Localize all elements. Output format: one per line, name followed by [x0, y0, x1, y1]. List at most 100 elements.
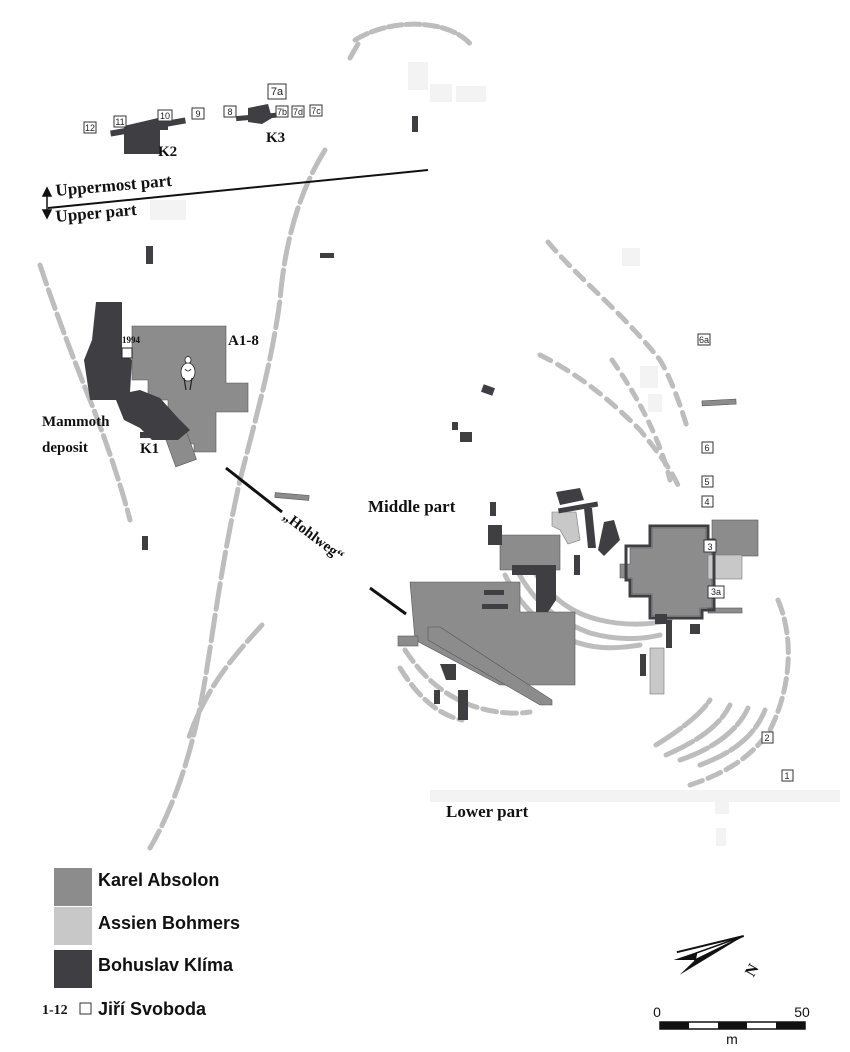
trail-right-3	[609, 357, 673, 483]
svg-text:7c: 7c	[311, 106, 321, 116]
legend-svoboda-range: 1-12	[42, 1003, 68, 1018]
area-strip-1	[274, 492, 310, 501]
area-mammoth-deposit	[84, 302, 190, 440]
scale-unit: m	[726, 1031, 738, 1047]
svg-text:8: 8	[227, 107, 232, 117]
scale-bar: 0 50 m	[653, 1004, 810, 1047]
trail-arc-4	[697, 707, 768, 768]
area-middle-bar-2	[598, 520, 620, 556]
legend-swatch-absolon	[54, 868, 92, 906]
svg-text:10: 10	[160, 111, 170, 121]
svg-text:3: 3	[707, 542, 712, 552]
area-small-13	[655, 614, 667, 624]
svg-text:7a: 7a	[271, 86, 284, 98]
label-middle-part: Middle part	[368, 497, 456, 516]
legend-swatch-bohmers	[54, 907, 92, 945]
area-bohmers-lower	[649, 647, 665, 695]
label-k3: K3	[266, 130, 285, 146]
north-arrow-icon	[673, 935, 745, 975]
trail-left	[37, 262, 133, 523]
label-hohlweg: „Hohlweg“	[280, 508, 347, 564]
area-central-right	[619, 527, 713, 617]
trench-marker: 3a	[707, 585, 725, 599]
trail-mid-arc-2	[509, 557, 663, 642]
area-bohmers-middle	[551, 511, 581, 545]
trench-marker: 2	[761, 731, 774, 744]
area-small-left	[397, 635, 419, 647]
area-small-8	[484, 590, 504, 595]
area-right-box	[711, 519, 759, 557]
trench-marker: 10	[157, 109, 173, 122]
trench-marker: 7d	[291, 105, 305, 118]
legend-label-klima: Bohuslav Klíma	[98, 955, 234, 975]
trail-lower-left-2	[397, 665, 465, 723]
venus-figurine-icon	[180, 356, 196, 391]
trail-right-1	[545, 239, 691, 433]
area-lower-left-2	[458, 690, 468, 720]
area-small-5	[452, 422, 458, 430]
area-middle-bar-4	[488, 525, 502, 545]
legend-label-bohmers: Assien Bohmers	[98, 913, 240, 933]
area-lower-left-1	[440, 664, 456, 680]
trench-marker: 1	[781, 769, 794, 782]
trench-marker: 3	[703, 539, 717, 553]
label-k2: K2	[158, 144, 177, 160]
area-small-7	[490, 502, 496, 516]
trail-arc-2	[663, 702, 733, 758]
label-uppermost-part: Uppermost part	[55, 171, 173, 200]
trail-central-branch	[185, 622, 265, 743]
svg-text:3a: 3a	[711, 587, 721, 597]
svg-text:7b: 7b	[277, 107, 287, 117]
label-1994: 1994	[122, 335, 141, 345]
faint-features	[150, 62, 840, 846]
svg-text:11: 11	[115, 117, 124, 127]
area-small-4	[480, 384, 496, 396]
legend: Karel Absolon Assien Bohmers Bohuslav Kl…	[42, 868, 240, 1019]
legend-swatch-klima	[54, 950, 92, 988]
label-upper-part: Upper part	[55, 200, 138, 226]
trail-top-left	[347, 41, 361, 61]
label-lower-part: Lower part	[446, 802, 529, 821]
trail-arc-1	[653, 697, 713, 748]
area-central-right-outline	[624, 524, 716, 620]
range-arrow-icon	[41, 186, 53, 220]
legend-label-svoboda: Jiří Svoboda	[98, 999, 207, 1019]
trail-lower-left	[402, 647, 533, 716]
svg-text:1: 1	[784, 771, 789, 781]
area-small-10	[640, 654, 646, 676]
hohlweg-line	[225, 466, 407, 616]
svg-text:12: 12	[85, 123, 95, 133]
area-hohlweg-block	[409, 581, 576, 686]
trench-markers: 12 11 10 9 8 7a 7b 7d 7c 6a 6 5 4 3 3a 2…	[83, 83, 794, 782]
klima-areas	[84, 104, 716, 720]
legend-swatch-svoboda	[79, 1002, 92, 1015]
area-small-1	[146, 246, 153, 264]
trail-top-arc	[352, 21, 475, 49]
trench-marker: 7c	[309, 104, 323, 117]
area-middle-strip	[557, 501, 599, 514]
scale-min: 0	[653, 1004, 661, 1020]
svg-text:5: 5	[704, 477, 709, 487]
label-mammoth: Mammoth	[42, 414, 110, 430]
scale-max: 50	[794, 1004, 810, 1020]
area-middle-left	[499, 534, 561, 571]
area-middle-bar-1	[584, 508, 596, 548]
trench-marker: 12	[83, 121, 97, 134]
trench-marker: 5	[701, 475, 714, 488]
area-small-6	[460, 432, 472, 442]
trench-marker: 7b	[275, 105, 289, 118]
svg-text:7d: 7d	[293, 107, 303, 117]
trail-far-right	[687, 597, 791, 788]
svg-text:4: 4	[704, 497, 709, 507]
area-small-3	[142, 536, 148, 550]
area-middle-dark	[512, 565, 556, 612]
svg-text:9: 9	[195, 109, 200, 119]
label-k1: K1	[140, 441, 159, 457]
svg-text:6: 6	[704, 443, 709, 453]
trench-marker: 6	[701, 441, 714, 454]
area-lower-left-3	[434, 690, 440, 704]
trench-marker: 8	[223, 105, 237, 118]
legend-label-absolon: Karel Absolon	[98, 870, 219, 890]
area-diagonal-strip	[427, 626, 553, 706]
area-k3-bar	[235, 111, 287, 122]
